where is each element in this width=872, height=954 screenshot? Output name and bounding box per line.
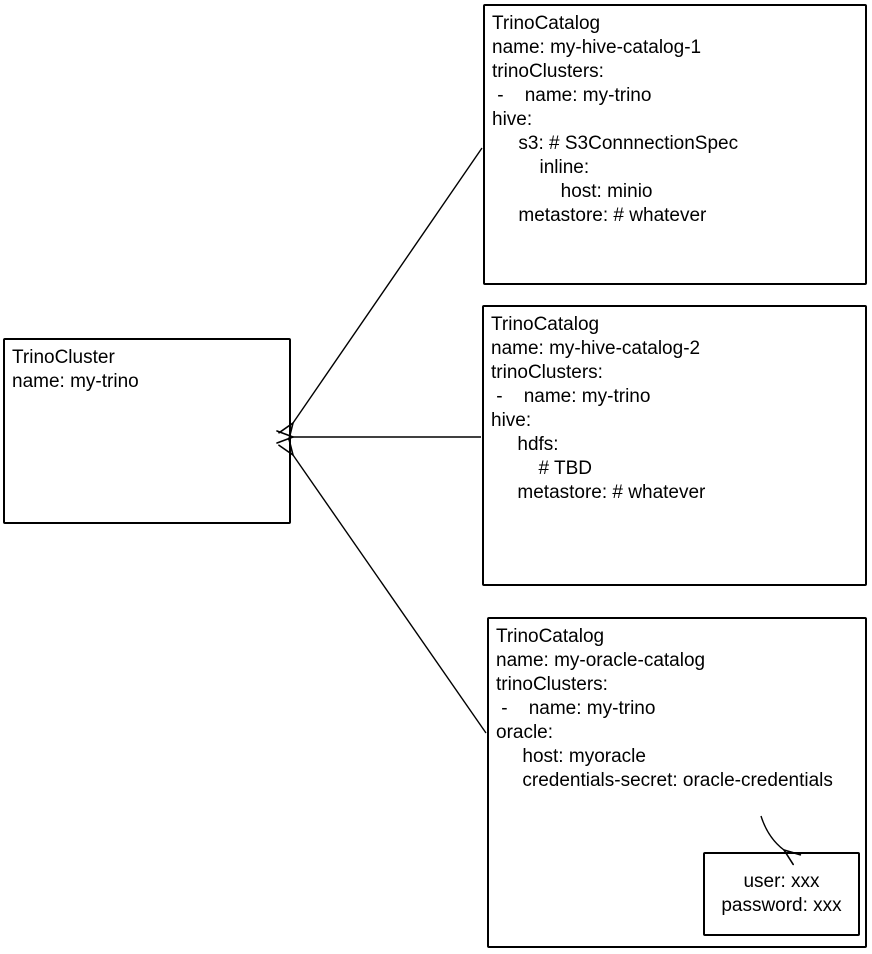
node-text-line: user: xxx	[743, 871, 820, 892]
node-text-line: password: xxx	[721, 895, 842, 916]
oracle-credentials-secret-node: user: xxx password: xxx	[703, 852, 860, 936]
node-text-line: host: myoracle	[496, 746, 646, 767]
node-text-line: oracle:	[496, 722, 554, 743]
trino-catalog-2-node: TrinoCatalog name: my-hive-catalog-2 tri…	[482, 305, 867, 586]
node-text-line: name: my-hive-catalog-2	[491, 338, 701, 359]
node-text-line: s3: # S3ConnnectionSpec	[492, 133, 739, 154]
node-text-line: - name: my-trino	[492, 85, 652, 106]
node-text-line: trinoClusters:	[492, 61, 604, 82]
node-text-line: hive:	[492, 109, 533, 130]
node-text-line: host: minio	[492, 181, 653, 202]
node-text-line: # TBD	[491, 458, 593, 479]
node-kind-label: TrinoCatalog	[491, 314, 600, 335]
node-kind-label: TrinoCluster	[12, 347, 115, 368]
edge-catalog1-to-cluster	[293, 147, 483, 423]
node-kind-label: TrinoCatalog	[496, 626, 605, 647]
trino-catalog-3-node: TrinoCatalog name: my-oracle-catalog tri…	[487, 617, 867, 948]
node-text-line: - name: my-trino	[491, 386, 651, 407]
node-text-line: metastore: # whatever	[491, 482, 706, 503]
node-text-line: trinoClusters:	[496, 674, 608, 695]
node-text-line: trinoClusters:	[491, 362, 603, 383]
trino-catalog-1-node: TrinoCatalog name: my-hive-catalog-1 tri…	[483, 4, 867, 285]
edge-catalog3-to-cluster	[293, 455, 487, 734]
node-text-line: name: my-oracle-catalog	[496, 650, 706, 671]
node-text-line: - name: my-trino	[496, 698, 656, 719]
node-text-line: name: my-trino	[12, 371, 139, 392]
node-text-line: credentials-secret: oracle-credentials	[496, 770, 833, 791]
node-kind-label: TrinoCatalog	[492, 13, 601, 34]
node-text-line: hdfs:	[491, 434, 559, 455]
node-text-line: metastore: # whatever	[492, 205, 707, 226]
node-text-line: name: my-hive-catalog-1	[492, 37, 702, 58]
trino-cluster-node: TrinoCluster name: my-trino	[3, 338, 291, 524]
node-text-line: inline:	[492, 157, 590, 178]
node-text-line: hive:	[491, 410, 532, 431]
